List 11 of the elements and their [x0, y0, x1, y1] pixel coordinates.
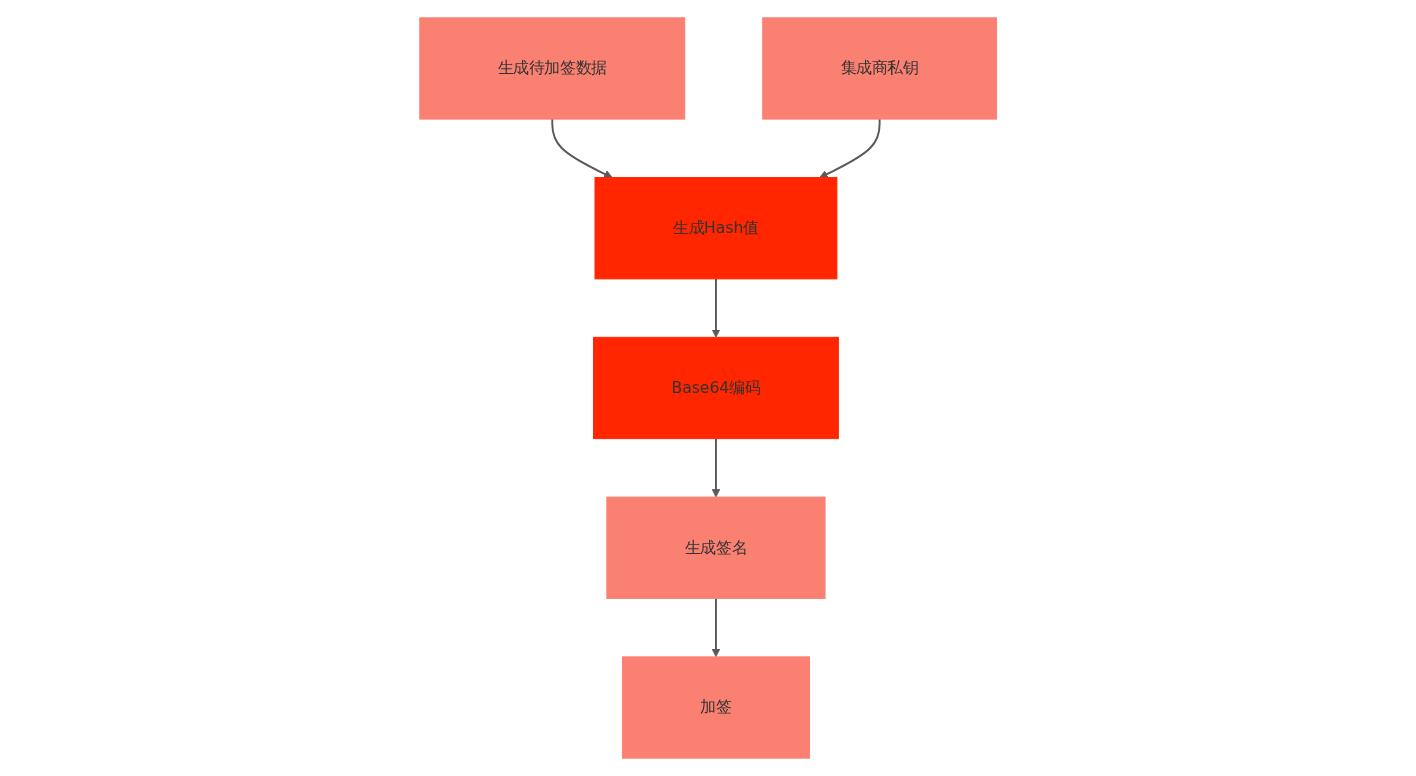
node-box: 加签 [621, 656, 810, 759]
node-box: Base64编码 [592, 336, 839, 440]
node-box: 生成Hash值 [594, 177, 838, 280]
node-box: 集成商私钥 [762, 17, 997, 120]
arrow [551, 118, 613, 179]
arrow [711, 437, 721, 498]
node-box: 生成签名 [606, 496, 826, 599]
arrow [819, 118, 881, 179]
arrow [711, 597, 721, 658]
node-box: 生成待加签数据 [419, 17, 686, 120]
arrow [711, 277, 721, 338]
